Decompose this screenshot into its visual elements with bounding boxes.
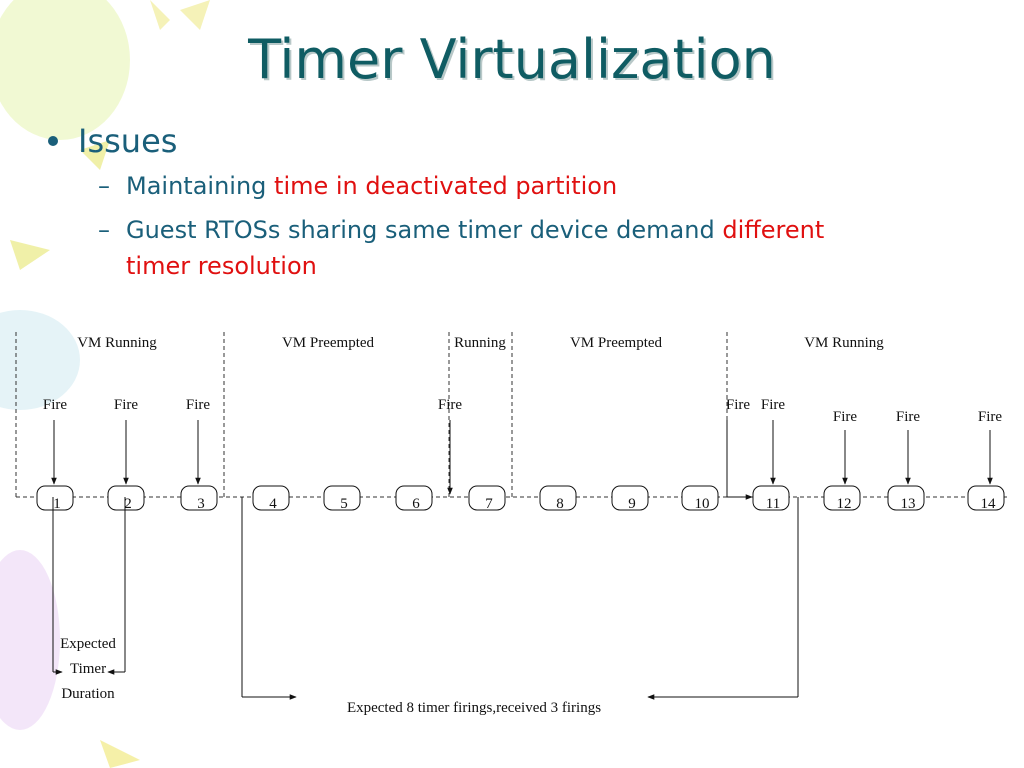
fire-label-5: Fire: [726, 397, 751, 413]
timer-slot-7: [468, 485, 506, 511]
phase-label-3: Running: [454, 335, 506, 351]
phase-label-5: VM Running: [804, 335, 884, 351]
dash-icon: –: [98, 172, 110, 200]
sub-bullet-1-text: Maintaining time in deactivated partitio…: [126, 168, 617, 204]
timer-slot-8: [539, 485, 577, 511]
timer-slot-label-2: 2: [124, 496, 132, 512]
fire-label-4: Fire: [438, 397, 463, 413]
timer-slot-label-7: 7: [485, 496, 493, 512]
timer-slot-label-12: 12: [837, 496, 852, 512]
expected-timer-label-2: Timer: [70, 661, 106, 677]
phase-label-2: VM Preempted: [282, 335, 375, 351]
timer-slot-11: [752, 485, 790, 511]
timer-slot-label-6: 6: [412, 496, 420, 512]
expected-timer-label-3: Duration: [61, 686, 115, 702]
timer-slot-4: [252, 485, 290, 511]
timer-slot-3: [180, 485, 218, 511]
fire-label-9: Fire: [978, 409, 1003, 425]
bullet-issues-text: Issues: [78, 122, 178, 160]
slide-title: Timer Virtualization: [248, 28, 776, 91]
sub-bullet-2: – Guest RTOSs sharing same timer device …: [98, 212, 1006, 284]
timer-slot-label-14: 14: [981, 496, 997, 512]
sub-bullet-2-text: Guest RTOSs sharing same timer device de…: [126, 212, 824, 284]
bullet-dot-icon: [48, 136, 58, 146]
timer-slot-label-3: 3: [197, 496, 205, 512]
sub-bullet-2-plain: Guest RTOSs sharing same timer device de…: [126, 216, 723, 244]
timer-slot-label-4: 4: [269, 496, 277, 512]
timer-slot-label-10: 10: [695, 496, 710, 512]
fire-label-7: Fire: [833, 409, 858, 425]
timer-slot-13: [887, 485, 925, 511]
phase-dividers: [15, 332, 728, 497]
bullet-list: Issues – Maintaining time in deactivated…: [46, 122, 1006, 284]
sub-bullet-1: – Maintaining time in deactivated partit…: [98, 168, 1006, 204]
expected-firings-label: Expected 8 timer firings,received 3 firi…: [347, 700, 601, 716]
timer-slot-label-8: 8: [556, 496, 564, 512]
timer-slot-label-5: 5: [340, 496, 348, 512]
fire-label-2: Fire: [114, 397, 139, 413]
timer-slot-label-13: 13: [901, 496, 916, 512]
timer-slot-1: [36, 485, 74, 511]
expected-timer-label-1: Expected: [60, 636, 116, 652]
timer-slot-12: [823, 485, 861, 511]
fire-label-3: Fire: [186, 397, 211, 413]
sub-bullet-2-highlight: different: [722, 216, 825, 244]
fire-label-8: Fire: [896, 409, 921, 425]
timer-slot-10: [681, 485, 719, 511]
bullet-issues: Issues: [46, 122, 1006, 160]
fire-arrow-5: [726, 420, 753, 500]
sub-bullet-2-highlight-2: timer resolution: [126, 252, 317, 280]
expected-timer-bracket: [52, 497, 126, 675]
timer-slot-9: [611, 485, 649, 511]
phase-label-1: VM Running: [77, 335, 157, 351]
fire-label-6: Fire: [761, 397, 786, 413]
phase-labels: VM Running VM Preempted Running VM Preempte…: [77, 335, 884, 351]
dash-icon: –: [98, 216, 110, 244]
timer-slot-5: [323, 485, 361, 511]
fire-label-1: Fire: [43, 397, 68, 413]
sub-bullet-1-plain: Maintaining: [126, 172, 275, 200]
phase-label-4: VM Preempted: [570, 335, 663, 351]
timer-slot-2: [107, 485, 145, 511]
timer-slot-label-11: 11: [766, 496, 780, 512]
timer-slot-label-1: 1: [53, 496, 61, 512]
timer-slot-label-9: 9: [628, 496, 636, 512]
sub-bullet-1-highlight: time in deactivated partition: [274, 172, 618, 200]
timer-slot-14: [967, 485, 1005, 511]
timer-slot-6: [395, 485, 433, 511]
expected-firings-bracket: [241, 497, 799, 700]
